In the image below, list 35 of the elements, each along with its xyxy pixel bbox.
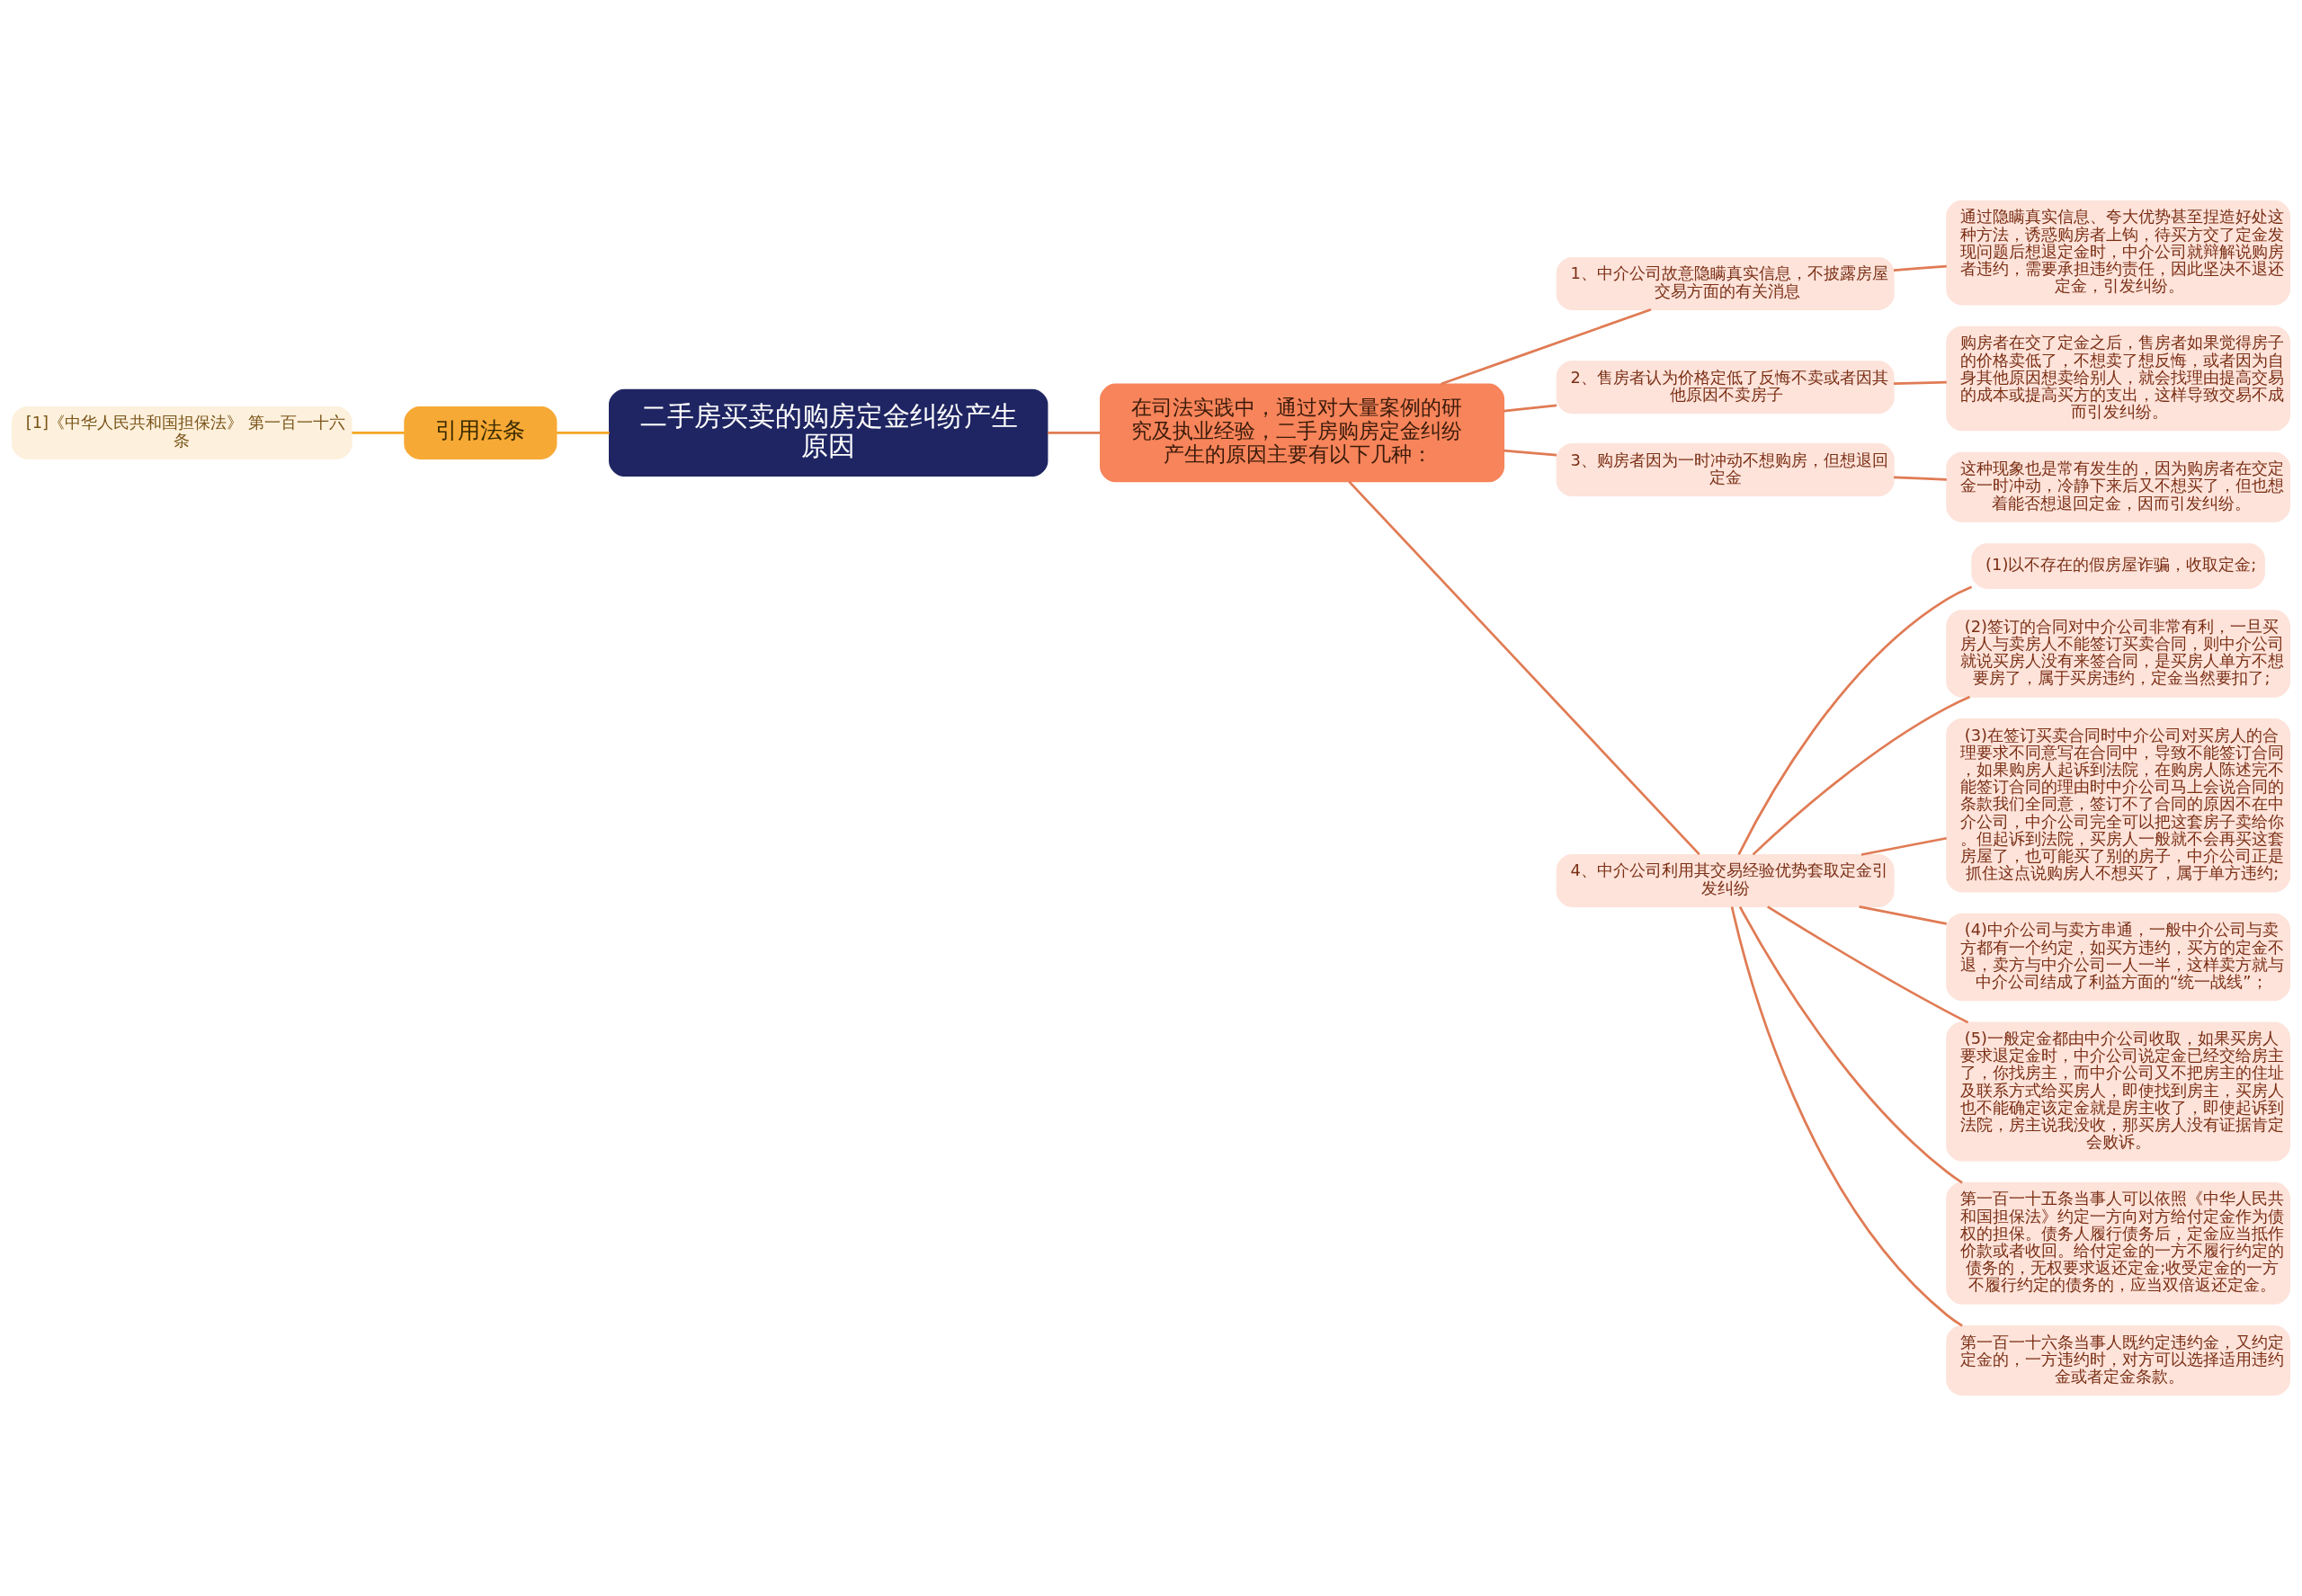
node-box: 4、中介公司利用其交易经验优势套取定金引发纠纷 bbox=[1556, 853, 1895, 907]
node-box: 1、中介公司故意隐瞒真实信息，不披露房屋交易方面的有关消息 bbox=[1556, 256, 1895, 310]
node-box: 第一百一十六条当事人既约定违约金，又约定定金的，一方违约时，对方可以选择适用违约金或者定金条款。 bbox=[1946, 1325, 2290, 1396]
connector bbox=[1893, 476, 1947, 481]
connector bbox=[1503, 449, 1557, 457]
connector bbox=[1048, 432, 1101, 434]
node-box: (4)中介公司与卖方串通，一般中介公司与卖方都有一个约定，如买方违约，买方的定金不退，卖方与中介公司一人一半，这样卖方就与中介公司结成了利益方面的“统一战线”； bbox=[1946, 913, 2290, 1002]
node-box: 购房者在交了定金之后，售房者如果觉得房子的价格卖低了，不想卖了想反悔，或者因为自身其他原因想卖给别人，就会找理由提高交易的成本或提高买方的支出，这样导致交易不成而引发纠纷。 bbox=[1946, 325, 2290, 432]
node-box: 2、售房者认为价格定低了反悔不卖或者因其他原因不卖房子 bbox=[1556, 361, 1895, 415]
node-box: 在司法实践中，通过对大量案例的研究及执业经验，二手房购房定金纠纷产生的原因主要有以下几种： bbox=[1100, 383, 1505, 483]
node-box: (1)以不存在的假房屋诈骗，收取定金; bbox=[1971, 543, 2265, 589]
node-box: 3、购房者因为一时冲动不想购房，但想退回定金 bbox=[1556, 443, 1895, 497]
node-box: 二手房买卖的购房定金纠纷产生原因 bbox=[609, 388, 1048, 477]
connector bbox=[1737, 585, 1973, 856]
node-box: 第一百一十五条当事人可以依照《中华人民共和国担保法》约定一方向对方给付定金作为债权的担保。债务人履行债务后，定金应当抵作价款或者收回。给付定金的一方不履行约定的债务的，无权要求返还定金;收受定金的一方不履行约定的债务的，应当双倍返还定金。 bbox=[1946, 1181, 2290, 1305]
connector bbox=[1894, 380, 1947, 385]
connector bbox=[1893, 264, 1947, 272]
node-box: (2)签订的合同对中介公司非常有利，一旦买房人与卖房人不能签订买卖合同，则中介公司就说买房人没有来签合同，是买房人单方不想要房了，属于买房违约，定金当然要扣了; bbox=[1946, 610, 2290, 698]
connector bbox=[1752, 695, 1971, 856]
node-box: 引用法条 bbox=[404, 406, 558, 459]
node-box: 通过隐瞒真实信息、夸大优势甚至捏造好处这种方法，诱惑购房者上钩，待买方交了定金发现问题后想退定金时，中介公司就辩解说购房者违约，需要承担违约责任，因此坚决不退还定金，引发纠纷。 bbox=[1946, 200, 2290, 306]
connector bbox=[1441, 308, 1652, 386]
node-box: (5)一般定金都由中介公司收取，如果买房人要求退定金时，中介公司说定金已经交给房主了，你找房主，而中介公司又不把房主的住址及联系方式给买房人，即使找到房主，买房人也不能确定该定金就是房主收了，即使起诉到法院，房主说我没收，那买房人没有证据肯定会败诉。 bbox=[1946, 1021, 2290, 1162]
node-box: (3)在签订买卖合同时中介公司对买房人的合理要求不同意写在合同中，导致不能签订合同，如果购房人起诉到法院，在购房人陈述完不能签订合同的理由时中介公司马上会说合同的条款我们全同意，签订不了合同的原因不在中介公司，中介公司完全可以把这套房子卖给你。但起诉到法院，买房人一般就不会再买这套房屋了，也可能买了别的房子，中介公司正是抓住这点说购房人不想买了，属于单方违约; bbox=[1946, 718, 2290, 893]
connector bbox=[557, 432, 610, 434]
node-box: 这种现象也是常有发生的，因为购房者在交定金一时冲动，冷静下来后又不想买了，但也想着能否想退回定金，因而引发纠纷。 bbox=[1946, 451, 2290, 522]
connector bbox=[1859, 905, 1947, 925]
connector bbox=[1348, 480, 1700, 856]
node-box: [1]《中华人民共和国担保法》 第一百一十六条 bbox=[12, 406, 352, 459]
connector bbox=[1767, 905, 1969, 1024]
connector bbox=[1730, 906, 1963, 1327]
connector bbox=[1503, 404, 1557, 413]
connector bbox=[1860, 836, 1947, 856]
connector bbox=[1738, 905, 1963, 1184]
connector bbox=[352, 432, 405, 434]
